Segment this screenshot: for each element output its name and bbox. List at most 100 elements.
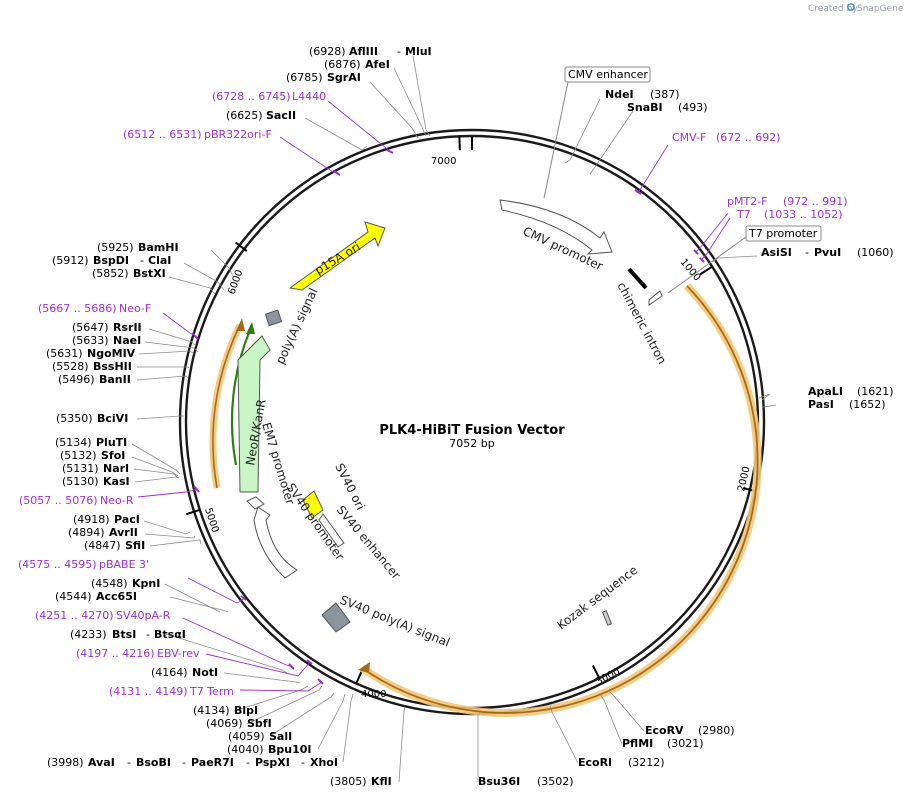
label-avrII[interactable]: (4894) AvrII <box>68 526 138 539</box>
label-afeI[interactable]: (6876) AfeI <box>324 58 390 71</box>
label-l4440[interactable]: (6728 .. 6745) L4440 <box>212 90 326 103</box>
sfoI-pos: (5132) <box>60 449 97 462</box>
kflI-name: KflI <box>371 775 392 788</box>
kflI-pos: (3805) <box>330 775 367 788</box>
apaLI-pos: (1621) <box>857 385 894 398</box>
label-sgrAI[interactable]: (6785) SgrAI <box>286 71 361 84</box>
label-neor[interactable]: (5057 .. 5076) Neo-R <box>19 494 134 507</box>
bssHII-name: BssHII <box>93 360 132 373</box>
label-bssHII[interactable]: (5528) BssHII <box>52 360 132 373</box>
sgrAI-pos: (6785) <box>286 71 323 84</box>
label-notI[interactable]: (4164) NotI <box>151 666 218 679</box>
sv40-ori-box <box>302 490 324 519</box>
naeI-name: NaeI <box>113 334 141 347</box>
label-neof[interactable]: (5667 .. 5686) Neo-F <box>38 302 151 315</box>
t7term-pos: (4131 .. 4149) <box>109 685 188 698</box>
pasI-pos: (1652) <box>849 398 886 411</box>
aflIII-pos: (6928) <box>309 45 346 58</box>
label-cmvf[interactable]: CMV-F (672 .. 692) <box>672 131 781 144</box>
avaI-name: AvaI <box>88 756 115 769</box>
label-pluTI[interactable]: (5134) PluTI <box>55 436 127 449</box>
snapgene-logo-icon <box>847 3 855 11</box>
t7-promoter-callout[interactable]: T7 promoter <box>667 225 822 294</box>
ngoMIV-pos: (5631) <box>46 347 83 360</box>
label-rsrII[interactable]: (5647) RsrII <box>72 321 142 334</box>
pbabe-pos: (4575 .. 4595) <box>18 558 97 571</box>
blpI-pos: (4134) <box>193 704 230 717</box>
label-asiSI-pvuI[interactable]: AsiSI - PvuI (1060) <box>761 246 894 259</box>
kozak-label: Kozak sequence <box>554 563 640 632</box>
label-ecoRI[interactable]: EcoRI (3212) <box>578 756 665 769</box>
sfiI-pos: (4847) <box>84 539 121 552</box>
bstXI-pos: (5852) <box>92 267 129 280</box>
label-bstXI[interactable]: (5852) BstXI <box>92 267 166 280</box>
label-kpnI[interactable]: (4548) KpnI <box>91 577 160 590</box>
pacI-pos: (4918) <box>73 513 110 526</box>
t7-pos: (1033 .. 1052) <box>764 208 843 221</box>
label-bamHI[interactable]: (5925) BamHI <box>97 241 179 254</box>
label-aflIII-mluI[interactable]: (6928) AflIII - MluI <box>309 45 432 58</box>
label-sfiI[interactable]: (4847) SfiI <box>84 539 145 552</box>
ebv-pos: (4197 .. 4216) <box>76 647 155 660</box>
cmv-enhancer-callout[interactable]: CMV enhancer <box>543 66 651 199</box>
label-ngoMIV[interactable]: (5631) NgoMIV <box>46 347 136 360</box>
tick-1000 <box>699 265 713 276</box>
label-naeI[interactable]: (5633) NaeI <box>72 334 141 347</box>
label-pbabe[interactable]: (4575 .. 4595) pBABE 3' <box>18 558 149 571</box>
tick-label-1000: 1000 <box>678 257 703 284</box>
label-snaBI[interactable]: SnaBI (493) <box>627 101 708 114</box>
sgrAI-name: SgrAI <box>327 71 361 84</box>
label-sbfI[interactable]: (4069) SbfI <box>206 717 272 730</box>
label-ecoRV[interactable]: EcoRV (2980) <box>645 724 735 737</box>
kan-thin-arc <box>230 322 255 466</box>
label-narI[interactable]: (5131) NarI <box>62 462 129 475</box>
bsu36I-pos: (3502) <box>537 775 574 788</box>
label-bciVI[interactable]: (5350) BciVI <box>56 412 128 425</box>
label-acc65I[interactable]: (4544) Acc65I <box>55 590 137 603</box>
label-ndeI[interactable]: NdeI (387) <box>605 88 680 101</box>
label-sacII[interactable]: (6625) SacII <box>226 109 296 122</box>
label-pmt2f[interactable]: pMT2-F (972 .. 991) <box>727 195 848 208</box>
snaBI-name: SnaBI <box>627 101 663 114</box>
label-sfoI[interactable]: (5132) SfoI <box>60 449 125 462</box>
label-salI[interactable]: (4059) SalI <box>228 730 292 743</box>
label-bspDI-claI[interactable]: (5912) BspDI - ClaI <box>52 254 171 267</box>
acc65I-name: Acc65I <box>96 590 137 603</box>
created-by-logo: Created by SnapGene <box>808 3 904 14</box>
cmv-enhancer-label: CMV enhancer <box>568 68 648 81</box>
bssHII-pos: (5528) <box>52 360 89 373</box>
ndeI-pos: (387) <box>650 88 680 101</box>
label-kflI[interactable]: (3805) KflI <box>330 775 392 788</box>
tick-label-4000: 4000 <box>361 689 386 700</box>
notI-name: NotI <box>192 666 218 679</box>
avaI-pos: (3998) <box>47 756 84 769</box>
label-pacI[interactable]: (4918) PacI <box>73 513 140 526</box>
label-banII[interactable]: (5496) BanII <box>58 373 131 386</box>
label-bpu10I[interactable]: (4040) Bpu10I <box>227 743 312 756</box>
label-pasI[interactable]: PasI (1652) <box>808 398 886 411</box>
label-sv40par[interactable]: (4251 .. 4270) SV40pA-R <box>35 609 171 622</box>
svg-text:-: - <box>246 756 250 769</box>
ecoRI-pos: (3212) <box>628 756 665 769</box>
label-t7term[interactable]: (4131 .. 4149) T7 Term <box>109 685 234 698</box>
chimeric-intron-bar <box>627 267 648 290</box>
label-t7[interactable]: T7 (1033 .. 1052) <box>736 208 843 221</box>
neof-name: Neo-F <box>119 302 151 315</box>
bspDI-name: BspDI <box>93 254 129 267</box>
label-ebv[interactable]: (4197 .. 4216) EBV-rev <box>76 647 200 660</box>
label-bsu36I[interactable]: Bsu36I (3502) <box>478 775 574 788</box>
primer-marks <box>192 149 705 685</box>
label-pflMI[interactable]: PflMI (3021) <box>622 737 704 750</box>
label-apaLI[interactable]: ApaLI (1621) <box>808 385 894 398</box>
sbfI-pos: (4069) <box>206 717 243 730</box>
label-btsI[interactable]: (4233) BtsI - BtsαI <box>70 628 186 641</box>
naeI-pos: (5633) <box>72 334 109 347</box>
bsoBI-name: BsoBI <box>136 756 171 769</box>
label-kasI[interactable]: (5130) KasI <box>62 475 130 488</box>
pluTI-name: PluTI <box>96 436 127 449</box>
created-by-brand: SnapGene <box>857 4 904 14</box>
bspDI-pos: (5912) <box>52 254 89 267</box>
label-avaI-group[interactable]: (3998) AvaI - BsoBI - PaeR7I - PspXI - X… <box>47 756 338 769</box>
label-pbr322[interactable]: (6512 .. 6531) pBR322ori-F <box>123 128 272 141</box>
label-blpI[interactable]: (4134) BlpI <box>193 704 258 717</box>
